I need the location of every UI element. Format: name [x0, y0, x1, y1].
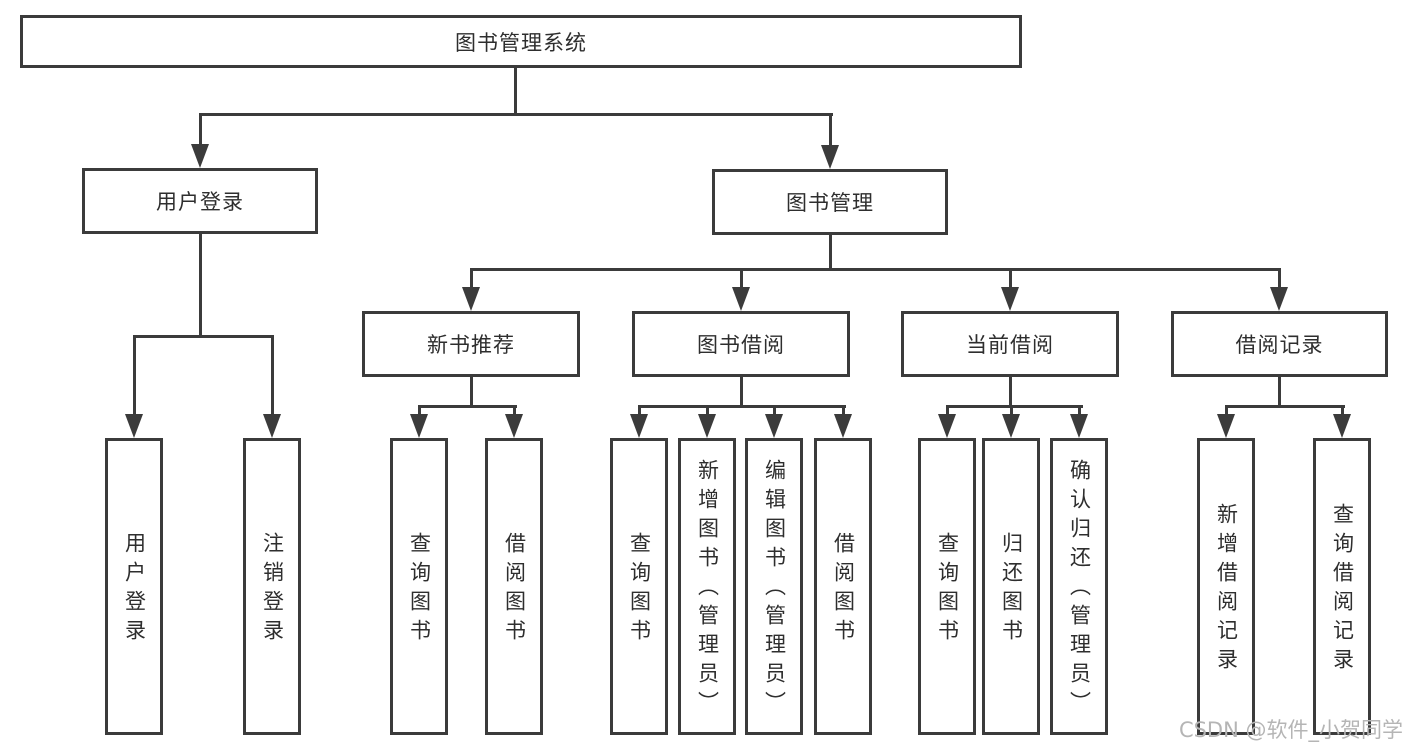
arrow-down-icon [732, 287, 750, 311]
node-book-mgmt: 图书管理 [712, 169, 948, 235]
leaf-query-books-2: 查询图书 [610, 438, 668, 735]
connector-line [470, 268, 1281, 271]
connector-line [773, 405, 776, 416]
connector-line [418, 405, 421, 416]
arrow-down-icon [821, 145, 839, 169]
connector-line [418, 405, 517, 408]
leaf-add-borrow-record: 新增借阅记录 [1197, 438, 1255, 735]
node-root: 图书管理系统 [20, 15, 1022, 68]
connector-line [842, 405, 845, 416]
connector-line [1078, 405, 1081, 416]
connector-line [199, 113, 833, 116]
leaf-add-books-admin: 新增图书（管理员） [678, 438, 736, 735]
connector-line [513, 405, 516, 416]
arrow-down-icon [1070, 414, 1088, 438]
connector-line [829, 113, 832, 147]
connector-line [946, 405, 1083, 408]
connector-line [133, 335, 136, 416]
arrow-down-icon [630, 414, 648, 438]
arrow-down-icon [834, 414, 852, 438]
arrow-down-icon [1270, 287, 1288, 311]
leaf-query-books-1: 查询图书 [390, 438, 448, 735]
connector-line [829, 235, 832, 271]
arrow-down-icon [1333, 414, 1351, 438]
connector-line [638, 405, 846, 408]
leaf-confirm-return-admin: 确认归还（管理员） [1050, 438, 1108, 735]
connector-line [740, 268, 743, 289]
connector-line [740, 377, 743, 408]
node-current-borrow: 当前借阅 [901, 311, 1119, 377]
node-user-login: 用户登录 [82, 168, 318, 234]
leaf-return-books: 归还图书 [982, 438, 1040, 735]
connector-line [1278, 377, 1281, 408]
connector-line [470, 268, 473, 289]
arrow-down-icon [938, 414, 956, 438]
connector-line [470, 377, 473, 408]
watermark: CSDN @软件_小贺同学 [1178, 718, 1403, 742]
leaf-edit-books-admin: 编辑图书（管理员） [745, 438, 803, 735]
arrow-down-icon [410, 414, 428, 438]
leaf-borrow-books-1: 借阅图书 [485, 438, 543, 735]
arrow-down-icon [1217, 414, 1235, 438]
node-borrow-records: 借阅记录 [1171, 311, 1388, 377]
connector-line [1225, 405, 1228, 416]
connector-line [199, 234, 202, 338]
arrow-down-icon [1001, 287, 1019, 311]
leaf-query-books-3: 查询图书 [918, 438, 976, 735]
connector-line [514, 68, 517, 116]
arrow-down-icon [191, 144, 209, 168]
arrow-down-icon [125, 414, 143, 438]
arrow-down-icon [462, 287, 480, 311]
leaf-logout: 注销登录 [243, 438, 301, 735]
connector-line [1225, 405, 1345, 408]
leaf-borrow-books-2: 借阅图书 [814, 438, 872, 735]
connector-line [1278, 268, 1281, 289]
connector-line [638, 405, 641, 416]
connector-line [1009, 377, 1012, 408]
leaf-user-login: 用户登录 [105, 438, 163, 735]
arrow-down-icon [1002, 414, 1020, 438]
leaf-query-borrow-record: 查询借阅记录 [1313, 438, 1371, 735]
connector-line [1009, 268, 1012, 289]
arrow-down-icon [505, 414, 523, 438]
node-new-book-rec: 新书推荐 [362, 311, 580, 377]
node-book-borrow: 图书借阅 [632, 311, 850, 377]
connector-line [706, 405, 709, 416]
arrow-down-icon [263, 414, 281, 438]
connector-line [199, 113, 202, 146]
connector-line [271, 335, 274, 416]
connector-line [1010, 405, 1013, 416]
connector-line [1341, 405, 1344, 416]
connector-line [133, 335, 274, 338]
arrow-down-icon [698, 414, 716, 438]
arrow-down-icon [765, 414, 783, 438]
connector-line [946, 405, 949, 416]
